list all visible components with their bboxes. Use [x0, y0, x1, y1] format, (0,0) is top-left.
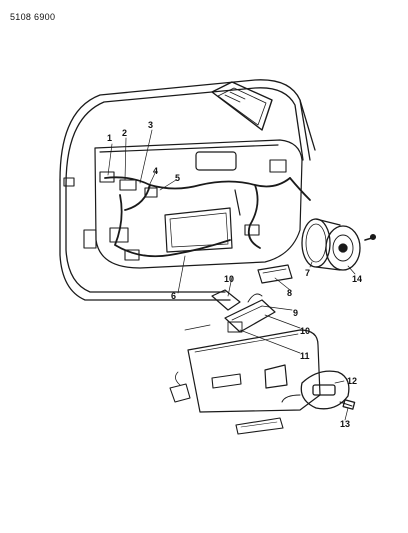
callout-2: 2 — [122, 128, 127, 138]
callout-7: 7 — [305, 268, 310, 278]
speaker-assembly — [301, 218, 377, 271]
loose-hardware — [169, 371, 284, 435]
callout-4: 4 — [153, 166, 158, 176]
callout-8: 8 — [287, 288, 292, 298]
callout-12: 12 — [347, 376, 357, 386]
callout-10-lower: 10 — [300, 326, 310, 336]
door-frame — [59, 79, 316, 301]
callout-5: 5 — [175, 173, 180, 183]
courtesy-lamp — [281, 370, 356, 410]
wiring-harness — [104, 176, 311, 258]
callout-3: 3 — [148, 120, 153, 130]
connectors — [63, 159, 287, 261]
callout-1: 1 — [107, 133, 112, 143]
callout-10-upper: 10 — [224, 274, 234, 284]
lower-trim-panel — [184, 324, 321, 413]
callout-13: 13 — [340, 419, 350, 429]
inner-door-panel — [94, 139, 303, 269]
switch-assembly — [211, 264, 293, 333]
callout-6: 6 — [171, 291, 176, 301]
leader-lines — [107, 129, 356, 421]
callout-14: 14 — [352, 274, 362, 284]
callout-labels: 1 2 3 4 5 6 7 8 9 10 10 11 12 13 14 — [107, 120, 362, 429]
window-glass — [211, 81, 273, 131]
callout-11: 11 — [300, 351, 310, 361]
callout-9: 9 — [293, 308, 298, 318]
document-id: 5108 6900 — [10, 12, 56, 22]
